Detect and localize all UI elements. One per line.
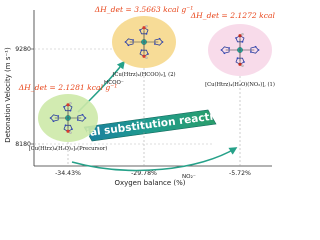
oxygen-atom <box>238 62 242 66</box>
nitrogen-atom <box>139 29 141 31</box>
oxygen-atom <box>238 34 242 38</box>
data-point-2: ΔH_det = 2.1272 kcal g⁻¹ [Cu(Htrz)₄(H₂O)(… <box>34 11 277 166</box>
nitrogen-atom <box>254 45 257 48</box>
nitrogen-atom <box>63 105 65 108</box>
nitrogen-atom <box>145 32 148 35</box>
nitrogen-atom <box>147 53 149 55</box>
oxygen-atom <box>66 103 70 107</box>
chart-figure: Detonation Velocity (m s⁻¹) Oxygen balan… <box>4 5 277 187</box>
nitrogen-atom <box>241 40 244 43</box>
nitrogen-atom <box>140 49 143 52</box>
hydrogen-atom <box>241 33 244 36</box>
nitrogen-atom <box>236 57 239 60</box>
nitrogen-atom <box>223 52 226 55</box>
nitrogen-atom <box>250 51 252 53</box>
reaction-label-hcoo: HCOO⁻ <box>104 80 124 86</box>
enthalpy-label: ΔH_det = 3.5663 kcal g⁻¹ <box>94 5 194 14</box>
y-axis-label: Detonation Velocity (m s⁻¹) <box>4 47 12 143</box>
data-point-1: ΔH_det = 3.5663 kcal g⁻¹ [Cu(Htrz)₄(HCOO)… <box>34 5 193 166</box>
oxygen-atom <box>142 54 146 58</box>
y-tick-label-8180: 8180 <box>15 141 31 148</box>
nitrogen-atom <box>52 120 55 123</box>
nitrogen-atom <box>235 37 237 39</box>
hydrogen-atom <box>145 25 148 28</box>
points-layer: ΔH_det = 2.1281 kcal g⁻¹ [Cu(Htrz)₄(H₂O)₂… <box>18 5 277 166</box>
hydrogen-atom <box>69 102 72 105</box>
chart-svg: Detonation Velocity (m s⁻¹) Oxygen balan… <box>4 5 277 187</box>
nitrogen-atom <box>220 49 223 51</box>
nitrogen-atom <box>49 117 52 119</box>
x-tick-label-1: -5.72% <box>229 170 251 177</box>
y-tick-label-9280: 9280 <box>15 46 31 53</box>
nitrogen-atom <box>81 113 84 116</box>
x-tick-label-2: -29.78% <box>131 170 157 177</box>
hydrogen-atom <box>69 131 72 134</box>
nitrogen-atom <box>124 41 127 43</box>
nitrogen-atom <box>161 41 164 43</box>
enthalpy-label: ΔH_det = 2.1272 kcal g⁻¹ <box>190 11 277 20</box>
nitrogen-atom <box>228 47 230 49</box>
nitrogen-atom <box>69 109 72 112</box>
nitrogen-atom <box>57 115 60 117</box>
nitrogen-atom <box>84 117 87 119</box>
nitrogen-atom <box>158 37 161 40</box>
data-point-0: ΔH_det = 2.1281 kcal g⁻¹ [Cu(Htrz)₄(H₂O)₂… <box>18 83 118 166</box>
x-tick-label-precursor: -34.43% <box>55 170 81 177</box>
oxygen-atom <box>142 26 146 30</box>
x-axis-label: Oxygen balance (%) <box>114 179 185 187</box>
nitrogen-atom <box>71 128 73 131</box>
formula-label: [Cu(Htrz)₄(HCOO)₂], (2) <box>112 71 175 78</box>
formula-label: [Cu(Htrz)₄(H₂O)(NO₂)], (1) <box>205 81 275 88</box>
reaction-label-no2: NO₂⁻ <box>182 174 196 180</box>
arrow-to-1 <box>71 147 238 172</box>
formula-label: [Cu(Htrz)₄(H₂O)₂]₂(Precursor) <box>29 145 107 152</box>
oxygen-atom <box>66 129 70 133</box>
nitrogen-atom <box>64 124 67 127</box>
nitrogen-atom <box>132 39 134 41</box>
nitrogen-atom <box>257 49 260 51</box>
enthalpy-label: ΔH_det = 2.1281 kcal g⁻¹ <box>18 83 118 92</box>
hydrogen-atom <box>241 64 244 67</box>
hydrogen-atom <box>145 56 148 59</box>
nitrogen-atom <box>127 44 130 47</box>
nitrogen-atom <box>76 119 79 121</box>
nitrogen-atom <box>243 61 245 63</box>
nitrogen-atom <box>154 43 156 45</box>
